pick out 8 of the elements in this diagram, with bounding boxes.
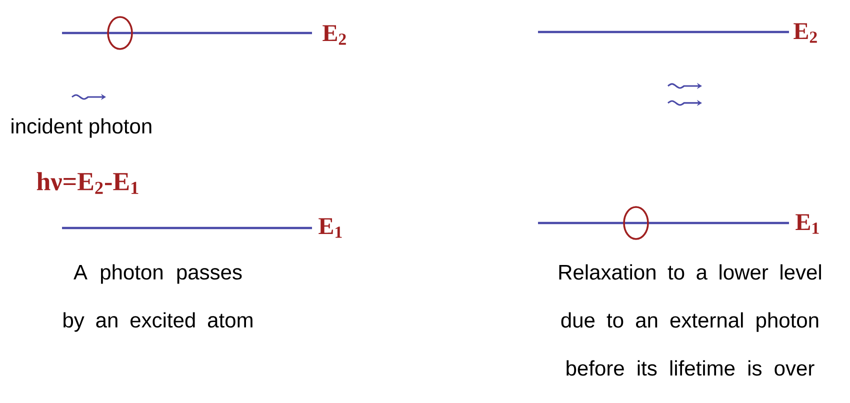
energy-label: E$_{1}$ — [318, 218, 342, 238]
energy-label: E$_{2}$ — [322, 25, 346, 45]
caption-text: Relaxation to a lower level due to an external photon before its lifetime is over — [559, 264, 821, 376]
photon-label: incident photon — [12, 118, 152, 138]
caption-text: A photon passes by an excited atom — [64, 264, 252, 332]
energy-label: E$_{1}$ — [796, 214, 819, 234]
energy-label: E$_{2}$ — [794, 23, 817, 43]
energy-formula: hν=E$_{2}$-E$_{1}$ — [36, 172, 138, 194]
